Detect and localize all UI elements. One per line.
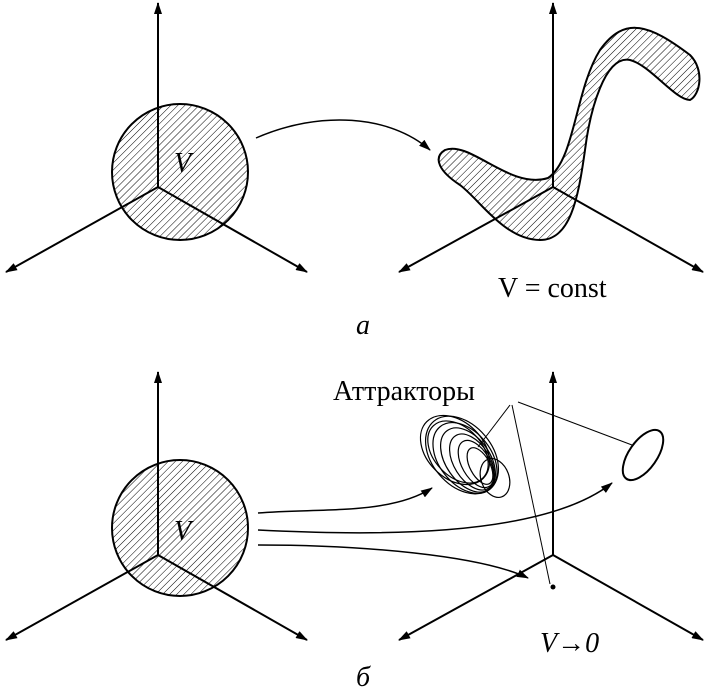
caption-b: б <box>356 662 371 693</box>
volume-label: V <box>174 516 194 547</box>
volume-const-label: V = const <box>498 273 607 304</box>
attractors-label: Аттракторы <box>333 376 475 407</box>
trajectory-arrows <box>257 482 613 579</box>
phase-volume-sphere <box>111 103 249 241</box>
fixed-point-attractor <box>550 584 556 590</box>
panel-a-right: V = const <box>398 2 704 304</box>
strange-attractor <box>419 414 511 498</box>
axes <box>398 371 704 641</box>
leader-lines <box>477 401 633 585</box>
panel-b-left: V <box>5 371 308 641</box>
mapping-arrow <box>255 119 431 151</box>
deformed-volume <box>437 26 701 242</box>
axes <box>398 2 704 273</box>
volume-to-zero-label: V→0 <box>540 628 599 659</box>
volume-label: V <box>174 148 194 179</box>
axes <box>5 2 308 273</box>
limit-cycle-attractor <box>621 428 665 482</box>
axes <box>5 371 308 641</box>
panel-b-right: Аттракторы V→0 <box>333 371 704 659</box>
panel-a-left: V <box>5 2 308 273</box>
caption-a: а <box>356 310 370 341</box>
